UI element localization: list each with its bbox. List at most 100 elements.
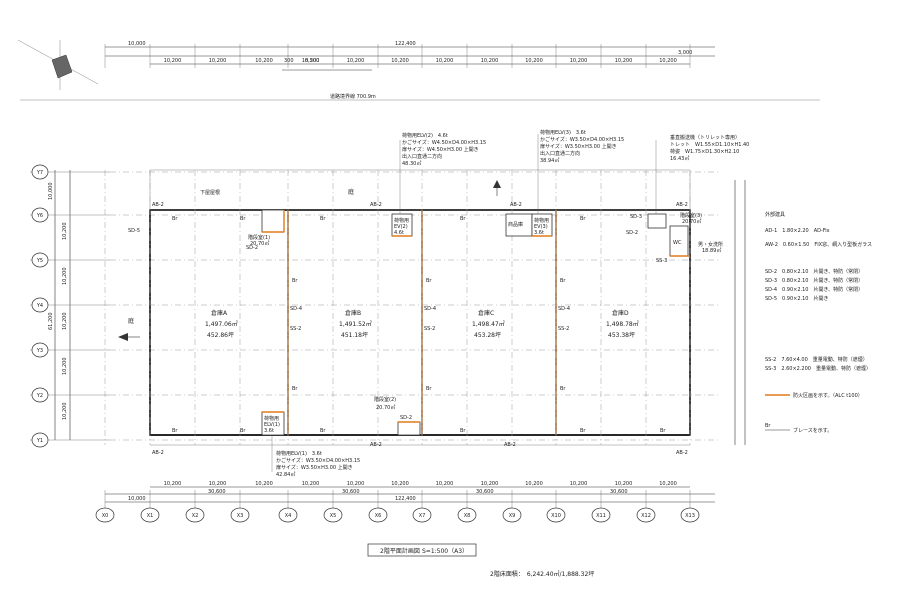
dim-row-10000: 10,000 xyxy=(48,183,54,201)
y-grid-label: Y5 xyxy=(36,258,43,264)
dim-8500: 8,500 xyxy=(305,58,319,64)
x-grid-label: X8 xyxy=(464,513,471,519)
warehouse-d-tsubo: 453.38坪 xyxy=(608,331,635,339)
elv2-label: 荷物用 xyxy=(394,217,409,224)
ss3-label: SS-3 xyxy=(656,258,667,264)
brace-label: Br xyxy=(426,278,432,284)
legend-item-6: SS-2 7.60×4.00 重量電動、特防（遮煙） xyxy=(765,356,868,363)
dim-total-bottom: 122,400 xyxy=(395,496,416,502)
dim-bay-bottom: 10,200 xyxy=(436,481,454,487)
brace-label: Br xyxy=(320,428,326,434)
y-grid-label: Y3 xyxy=(36,348,43,354)
dim-bay-top: 10,200 xyxy=(391,58,409,64)
y-grid-circle xyxy=(31,432,49,448)
legend-item-4: SD-4 0.90×2.10 片開き、特防（常閉） xyxy=(765,286,863,293)
elv1-note-2: かごサイズ：W3.50×D4.00×H3.15 xyxy=(276,457,360,464)
warehouse-a-tsubo: 452.86坪 xyxy=(207,331,234,339)
x-grid-lines xyxy=(104,170,691,445)
x-grid-label: X0 xyxy=(102,513,109,519)
warehouse-b: 倉庫B 1,491.52㎡ 451.18坪 xyxy=(339,309,372,339)
opening-labels: AB-2 AB-2 AB-2 AB-2 AB-2 AB-2 AB-2 AB-2 … xyxy=(128,202,688,456)
legend-item-7: SS-3 2.60×2.200 重量電動、特防（遮煙） xyxy=(765,365,871,372)
legend-item-0: AD-1 1.80×2.20 AD-Fix xyxy=(765,228,830,234)
brace-label: Br xyxy=(292,278,298,284)
sd5-label: SD-5 xyxy=(128,228,140,234)
elv1-note: 荷物用ELV(1) 3.6t かごサイズ：W3.50×D4.00×H3.15 扉… xyxy=(271,435,360,478)
elv2-note: 荷物用ELV(2) 4.6t かごサイズ：W4.50×D4.00×H3.15 扉… xyxy=(399,132,486,214)
elevator-2: 荷物用 EV(2) 4.6t xyxy=(391,213,413,237)
sd2-label: SD-2 xyxy=(626,230,638,236)
x-grid-label: X13 xyxy=(685,513,695,519)
x-grid-circle xyxy=(412,507,432,523)
stair-room-3: WC 階段室(3) 20.70㎡ 男・女洗所 18.89㎡ xyxy=(647,212,723,257)
dim-bay-bottom: 10,200 xyxy=(481,481,499,487)
warehouse-a-name: 倉庫A xyxy=(211,309,228,317)
warehouse-b-area: 1,491.52㎡ xyxy=(339,320,372,328)
legend-brace: ブレースを示す。 xyxy=(793,427,832,434)
elv3-note: 荷物用ELV(3) 3.6t かごサイズ：W3.50×D4.00×H3.15 扉… xyxy=(537,129,624,214)
sd4-label: SD-4 xyxy=(558,306,570,312)
stair-room-2: 階段室(2) 20.70㎡ xyxy=(374,396,421,436)
dim-span-1: 30,600 xyxy=(208,489,226,495)
elv2-cap: 4.6t xyxy=(394,230,404,236)
y-grid-label: Y2 xyxy=(36,393,43,399)
elv3-note-2: かごサイズ：W3.50×D4.00×H3.15 xyxy=(540,136,624,143)
brace-label: Br xyxy=(580,428,586,434)
legend-item-3: SD-3 0.80×2.10 片開き、特防（常閉） xyxy=(765,277,863,284)
elv1-cap: 3.6t xyxy=(264,428,274,434)
dim-span-4: 30,600 xyxy=(610,489,628,495)
brace-label: Br xyxy=(172,216,178,222)
elv1-note-1: 荷物用ELV(1) 3.6t xyxy=(276,450,322,457)
legend-item-5: SD-5 0.90×2.10 片開き xyxy=(765,295,828,302)
legend-item-2: SD-2 0.80×2.10 片開き、特防（常閉） xyxy=(765,268,863,275)
ss2-label: SS-2 xyxy=(558,326,569,332)
wc-note: 男・女洗所 xyxy=(698,241,723,248)
x-grid-label: X2 xyxy=(192,513,199,519)
elv1-note-4: 42.84㎡ xyxy=(276,471,295,478)
x-grid-circle xyxy=(591,507,611,523)
y-grid-circle xyxy=(31,252,49,268)
vert-note-1: 垂直搬送機（トリレット専用） xyxy=(670,134,740,141)
niwa-top-label: 庭 xyxy=(348,188,354,196)
brace-label: Br xyxy=(240,428,246,434)
dim-bay-bottom: 10,200 xyxy=(391,481,409,487)
warehouse-b-name: 倉庫B xyxy=(345,309,361,317)
elv2-note-1: 荷物用ELV(2) 4.6t xyxy=(402,132,448,139)
brace-label: Br xyxy=(580,216,586,222)
left-arrow-icon xyxy=(118,333,128,341)
y-grid-circle xyxy=(31,342,49,358)
warehouse-c-tsubo: 453.28坪 xyxy=(474,331,501,339)
dim-bay-top: 10,200 xyxy=(659,58,677,64)
x-grid-label: X12 xyxy=(641,513,651,519)
elevator-1: 荷物用 ELV(1) 3.6t xyxy=(261,411,285,436)
brace-label: Br xyxy=(660,428,666,434)
legend-brace-code: Br xyxy=(765,423,771,429)
elv2-note-4: 出入口直通二方向 xyxy=(402,153,442,160)
title-block: 2階平面計画図 S=1:500（A3） 2階床面積： 6,242.40㎡/1,8… xyxy=(367,543,594,578)
niwa-left-label: 庭 xyxy=(128,317,134,325)
dim-row-5: 10,200 xyxy=(62,403,68,421)
lower-roof-label: 下屋屋根 xyxy=(200,189,220,196)
y-grid-circle xyxy=(31,297,49,313)
x-grid-label: X4 xyxy=(285,513,292,519)
stair-room-1: 階段室(1) 20.70㎡ xyxy=(248,209,285,247)
x-grid-circle xyxy=(230,507,250,523)
dim-span-3: 30,600 xyxy=(476,489,494,495)
elv1-label: 荷物用 xyxy=(264,415,279,422)
dim-span-2: 30,600 xyxy=(342,489,360,495)
warehouse-a: 倉庫A 1,497.06㎡ 452.86坪 xyxy=(205,309,238,339)
y-grid-circle xyxy=(31,387,49,403)
elv3-note-1: 荷物用ELV(3) 3.6t xyxy=(540,129,586,136)
dim-bay-bottom: 10,200 xyxy=(347,481,365,487)
dim-row-total: 61,200 xyxy=(48,313,54,331)
wc-area: 18.89㎡ xyxy=(702,247,721,254)
elv3-cap: 3.6t xyxy=(534,230,544,236)
warehouse-d-area: 1,498.78㎡ xyxy=(606,320,639,328)
stair1-label: 階段室(1) xyxy=(248,234,270,241)
legend-item-1: AW-2 0.60×1.50 FIX窓、網入り型板ガラス xyxy=(765,241,872,248)
dim-bay-top: 10,200 xyxy=(209,58,227,64)
dim-bay-bottom: 10,200 xyxy=(525,481,543,487)
x-grid-label: X9 xyxy=(509,513,516,519)
x-grid-label: X11 xyxy=(596,513,606,519)
